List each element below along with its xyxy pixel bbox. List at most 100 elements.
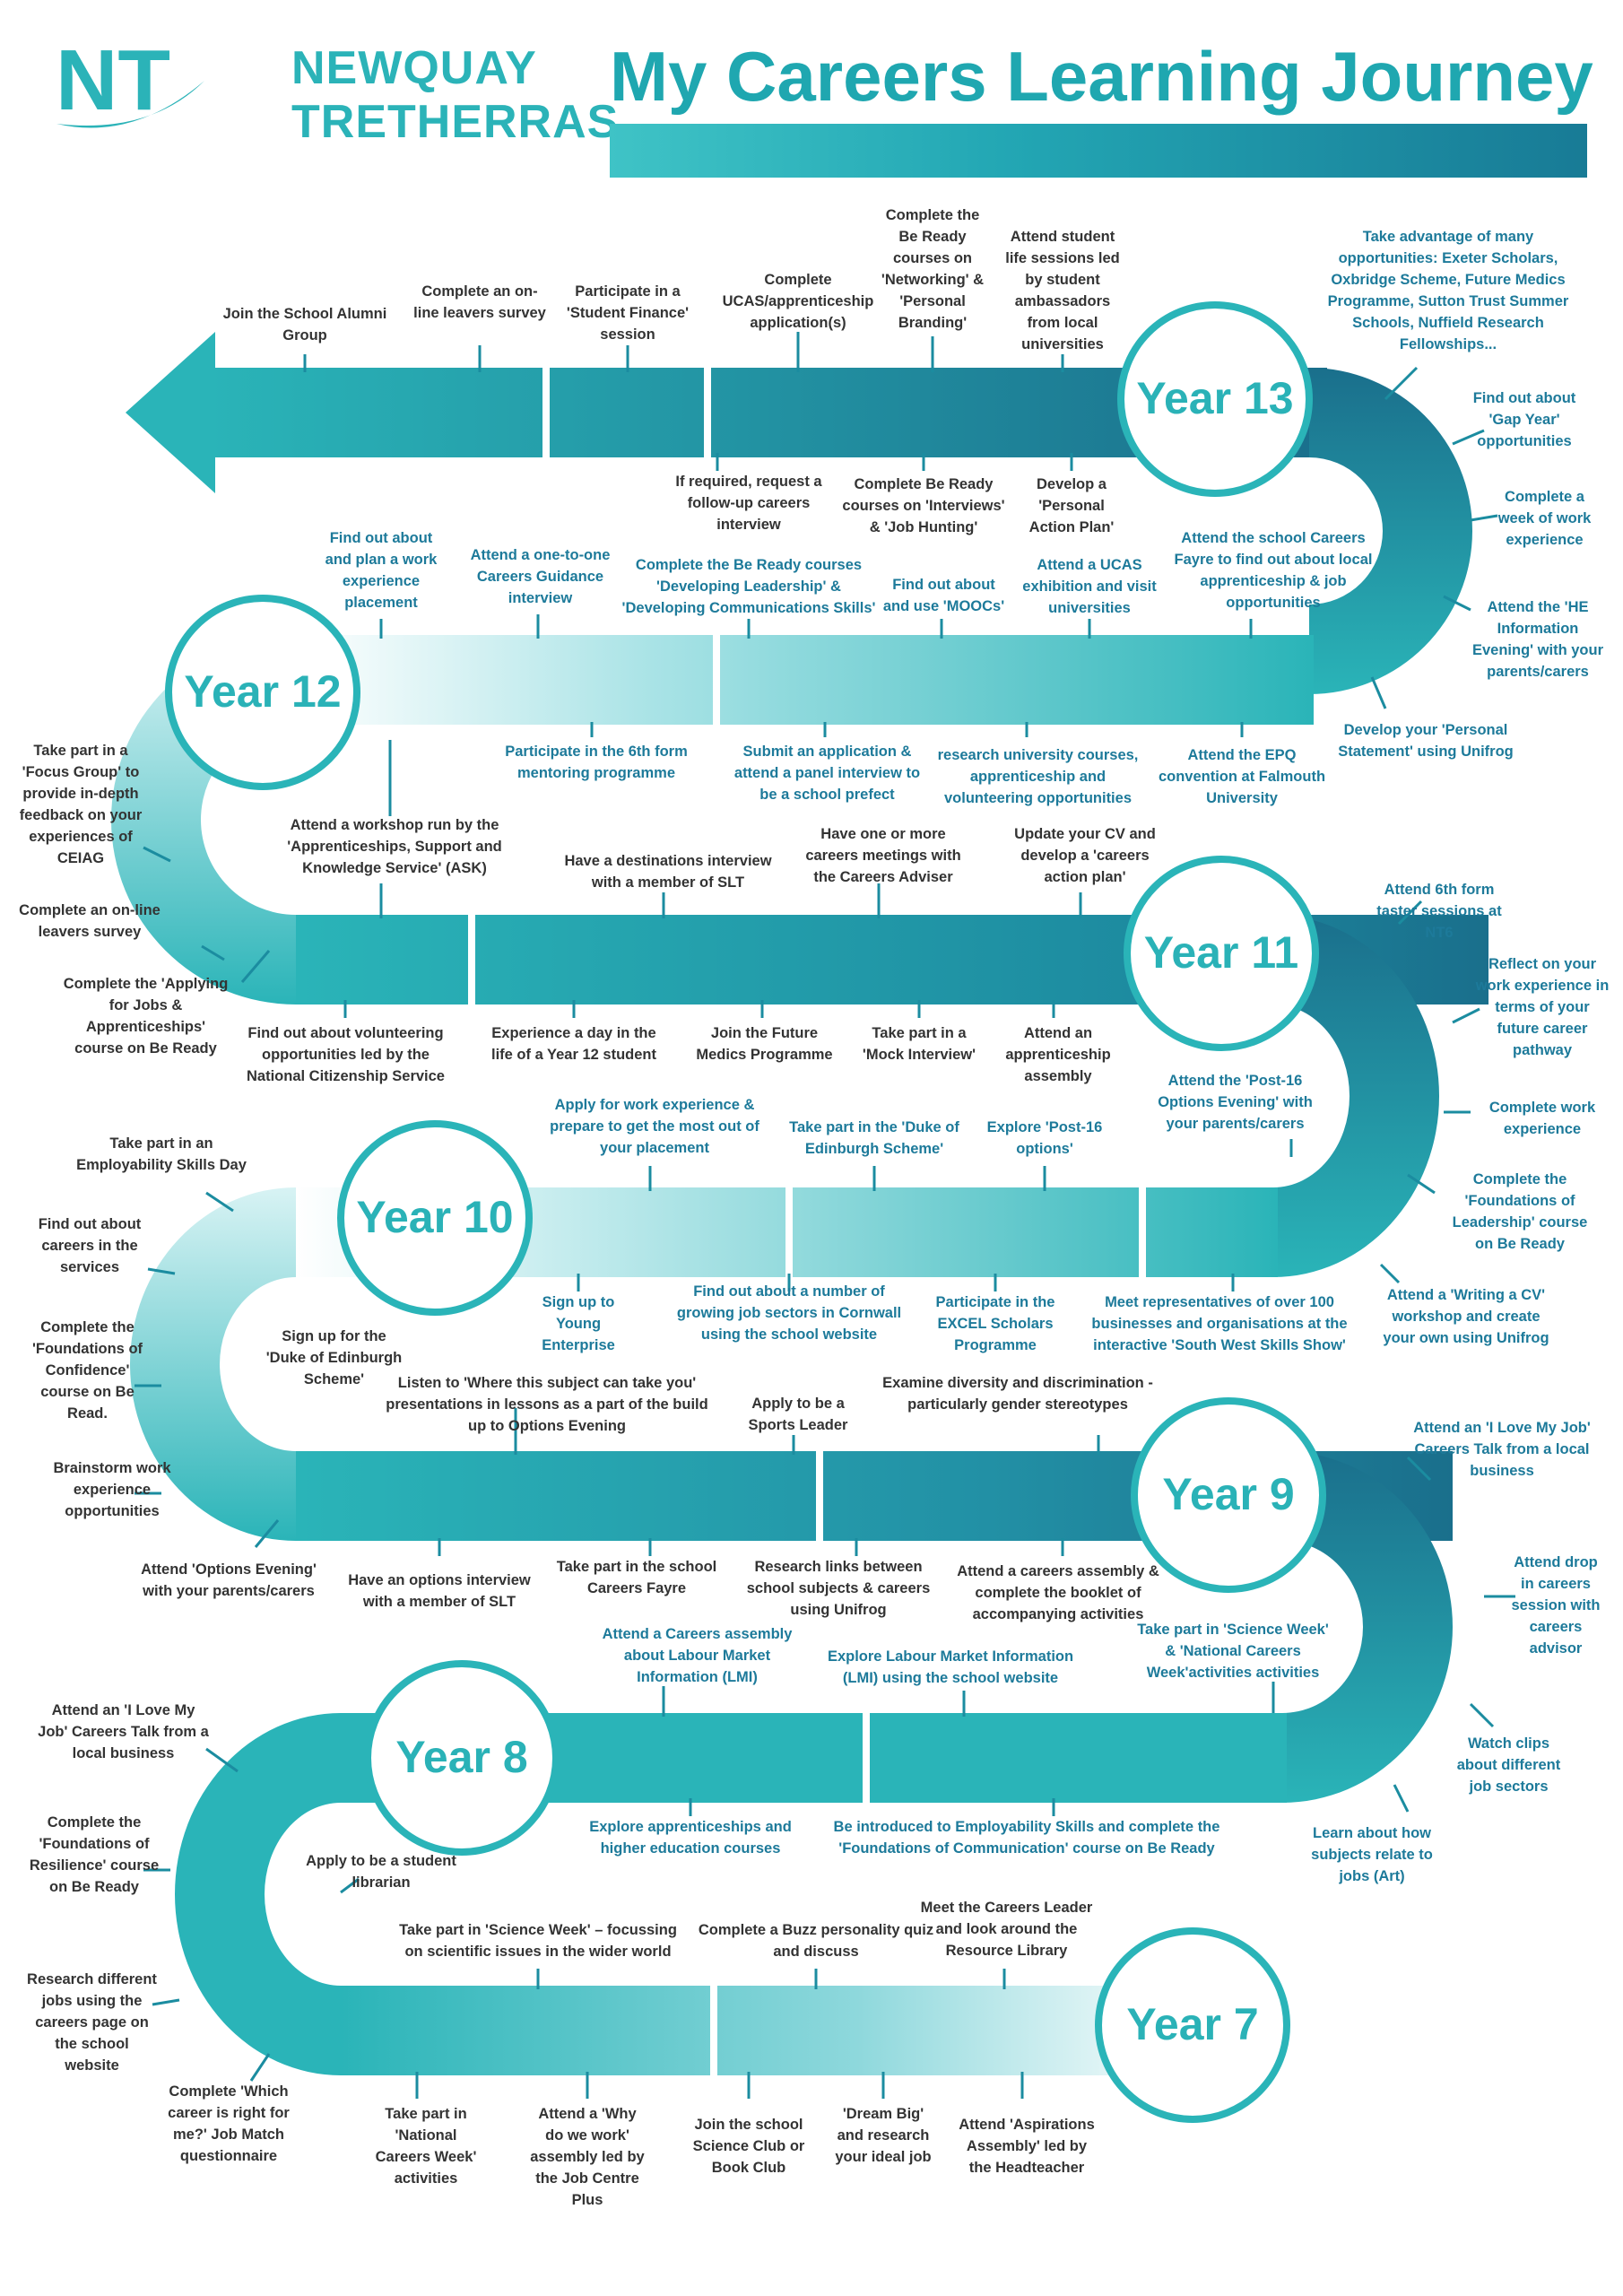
road-curve-8-7 <box>175 1713 341 2075</box>
year9-circle <box>1131 1397 1326 1593</box>
activity-label: Attend a one-to-one Careers Guidance int… <box>470 547 611 606</box>
road-curve-13-12 <box>1309 368 1472 694</box>
year10-label: Year 10 <box>356 1192 514 1242</box>
activity-label: Research links between school subjects &… <box>746 1559 931 1618</box>
activity-label: Take part in a 'Focus Group' to provide … <box>19 743 143 866</box>
activity-label: Find out about a number of growing job s… <box>676 1283 902 1343</box>
year8-label: Year 8 <box>395 1732 528 1782</box>
activity-label: Complete the 'Foundations of Confidence'… <box>31 1319 143 1422</box>
activity-label: research university courses, apprentices… <box>937 747 1139 806</box>
year11-circle <box>1124 856 1319 1051</box>
road-y7 <box>341 1986 1202 2075</box>
road-curve-9-8 <box>1282 1451 1453 1803</box>
activity-label: Complete the 'Foundations of Leadership'… <box>1452 1171 1588 1252</box>
activity-label: Join the Future Medics Programme <box>696 1025 833 1063</box>
year12-label: Year 12 <box>184 666 342 717</box>
activity-label: Complete the Be Ready courses on 'Networ… <box>881 207 985 331</box>
year9-label: Year 9 <box>1162 1469 1295 1519</box>
activity-label: Attend an 'I Love My Job' Careers Talk f… <box>38 1702 209 1761</box>
year7-label: Year 7 <box>1126 1999 1259 2049</box>
activity-label: Complete UCAS/apprenticeship application… <box>722 272 874 331</box>
activity-label: Complete 'Which career is right for me?'… <box>168 2083 290 2164</box>
activity-label: Find out about careers in the services <box>38 1216 142 1275</box>
activity-label: Experience a day in the life of a Year 1… <box>490 1025 656 1063</box>
activity-label: Have an options interview with a member … <box>348 1572 531 1610</box>
activity-label: Attend the school Careers Fayre to find … <box>1174 530 1373 611</box>
school-name-line1: NEWQUAY <box>291 42 537 94</box>
activity-label: Complete the 'Applying for Jobs & Appren… <box>63 976 229 1057</box>
activity-label: Have one or more careers meetings with t… <box>805 826 961 885</box>
activity-label: Research different jobs using the career… <box>27 1971 157 2074</box>
activity-label: Apply to be a Sports Leader <box>748 1396 848 1433</box>
activity-label: Explore apprenticeships and higher educa… <box>589 1819 792 1857</box>
activity-label: Take part in 'Science Week' – focussing … <box>399 1922 677 1960</box>
activity-label: Explore Labour Market Information (LMI) … <box>827 1648 1074 1686</box>
activity-label: Complete Be Ready courses on 'Interviews… <box>842 476 1005 535</box>
activity-label: Listen to 'Where this subject can take y… <box>386 1375 708 1434</box>
activity-label: Find out about 'Gap Year' opportunities <box>1472 390 1576 449</box>
activity-label: Apply to be a student librarian <box>306 1853 456 1891</box>
activity-label: Attend a workshop run by the 'Apprentice… <box>287 817 502 876</box>
activity-label: Watch clips about different job sectors <box>1456 1735 1561 1795</box>
activity-label: Find out about and plan a work experienc… <box>325 530 438 611</box>
activity-label: Participate in the EXCEL Scholars Progra… <box>935 1294 1055 1353</box>
title-underline-bar <box>610 124 1587 178</box>
activity-label: Develop your 'Personal Statement' using … <box>1338 722 1514 760</box>
page-title: My Careers Learning Journey <box>610 37 1593 116</box>
activity-label: 'Dream Big' and research your ideal job <box>835 2106 932 2165</box>
activity-label: Attend a careers assembly & complete the… <box>957 1563 1159 1622</box>
activity-label: Reflect on your work experience in terms… <box>1475 956 1610 1058</box>
school-logo-icon: NT <box>56 34 204 128</box>
activity-label: Attend the EPQ convention at Falmouth Un… <box>1158 747 1326 806</box>
activity-label: Examine diversity and discrimination - p… <box>882 1375 1153 1413</box>
year8-circle <box>364 1660 560 1856</box>
activity-label: Attend an apprenticeship assembly <box>1005 1025 1111 1084</box>
activity-label: Attend 'Aspirations Assembly' led by the… <box>959 2117 1095 2176</box>
activity-label: Be introduced to Employability Skills an… <box>833 1819 1220 1857</box>
year13-label: Year 13 <box>1136 373 1294 423</box>
activity-label: Find out about and use 'MOOCs' <box>882 577 1005 614</box>
road-curve-11-10 <box>1273 915 1439 1277</box>
activity-label: Have a destinations interview with a mem… <box>564 853 772 891</box>
logo-text: NT <box>56 34 170 128</box>
activity-label: Attend a UCAS exhibition and visit unive… <box>1022 557 1157 616</box>
page-header: NT NEWQUAY TRETHERRAS My Careers Learnin… <box>0 0 1623 206</box>
activity-label: Attend a 'Why do we work' assembly led b… <box>530 2106 645 2208</box>
activity-label: Learn about how subjects relate to jobs … <box>1311 1825 1433 1884</box>
road-arrow-head <box>126 332 215 493</box>
year12-circle <box>165 595 360 790</box>
activity-label: Take part in a 'Mock Interview' <box>862 1025 976 1063</box>
activity-label: Attend a Careers assembly about Labour M… <box>602 1626 793 1685</box>
year13-circle <box>1117 301 1313 497</box>
activity-label: Take part in an Employability Skills Day <box>76 1135 247 1173</box>
road-curve-10-9 <box>130 1187 296 1541</box>
activity-label: Meet representatives of over 100 busines… <box>1091 1294 1348 1353</box>
activity-label: Join the school Science Club or Book Clu… <box>692 2117 805 2176</box>
activity-label: Meet the Careers Leader and look around … <box>920 1900 1093 1959</box>
activity-label: Attend drop in careers session with care… <box>1511 1554 1601 1657</box>
activity-label: Complete an on-line leavers survey <box>19 902 161 940</box>
activity-label: Attend the 'HE Information Evening' with… <box>1471 599 1604 680</box>
activity-label: Complete the Be Ready courses 'Developin… <box>621 557 876 616</box>
activity-label: Participate in a 'Student Finance' sessi… <box>566 283 690 343</box>
activity-label: Explore 'Post-16 options' <box>986 1119 1103 1157</box>
activity-label: Take part in the school Careers Fayre <box>556 1559 717 1596</box>
activity-label: Take part in the 'Duke of Edinburgh Sche… <box>789 1119 959 1157</box>
activity-label: Submit an application & attend a panel i… <box>733 744 921 803</box>
activity-label: Take part in 'Science Week' & 'National … <box>1137 1622 1329 1681</box>
activity-label: Sign up for the 'Duke of Edinburgh Schem… <box>265 1328 403 1387</box>
activity-label: Complete work experience <box>1488 1100 1596 1137</box>
year11-label: Year 11 <box>1143 927 1299 978</box>
year10-circle <box>337 1120 533 1316</box>
activity-label: Complete the 'Foundations of Resilience'… <box>29 1814 160 1895</box>
activity-label: Take advantage of many opportunities: Ex… <box>1327 229 1569 352</box>
activity-label: If required, request a follow-up careers… <box>675 474 822 533</box>
activity-label: Attend an 'I Love My Job' Careers Talk f… <box>1413 1420 1591 1479</box>
activity-label: Take part in 'National Careers Week' act… <box>375 2106 477 2187</box>
activity-label: Update your CV and develop a 'careers ac… <box>1014 826 1156 885</box>
activity-label: Brainstorm work experience opportunities <box>53 1460 171 1519</box>
activity-label: Apply for work experience & prepare to g… <box>550 1097 759 1156</box>
activity-label: Attend a 'Writing a CV' workshop and cre… <box>1383 1287 1549 1346</box>
activity-label: Complete a Buzz personality quiz and dis… <box>698 1922 934 1960</box>
